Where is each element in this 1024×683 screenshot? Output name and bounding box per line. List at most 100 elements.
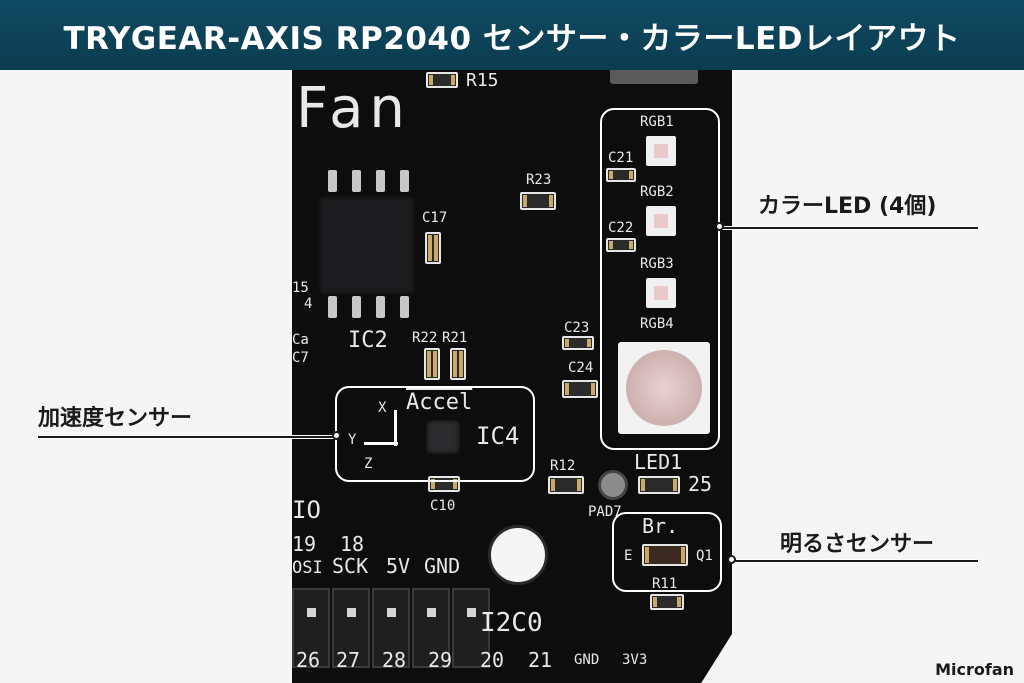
chip-ic2 [318, 195, 416, 295]
silk-y: Y [348, 432, 357, 448]
silk-ca: Ca [292, 332, 309, 348]
silk-c23: C23 [564, 320, 590, 336]
axis-arrow [364, 442, 398, 445]
silk-p21: 21 [528, 648, 553, 672]
ic2-pin [376, 296, 385, 318]
silk-r11: R11 [652, 576, 678, 592]
silk-sck: SCK [332, 554, 369, 578]
callout-color-led: カラーLED (4個) [758, 194, 937, 219]
cap-c21 [606, 168, 636, 182]
led-rgb3 [646, 278, 676, 308]
cap-c24 [562, 380, 598, 398]
silk-rgb3: RGB3 [640, 256, 674, 272]
mounting-hole [488, 525, 548, 585]
silk-z: Z [364, 456, 373, 472]
callout-accel: 加速度センサー [38, 406, 193, 431]
silk-c7: C7 [292, 350, 309, 366]
axis-arrow [394, 410, 397, 446]
silk-accel: Accel [406, 390, 473, 415]
ic2-pin [376, 170, 385, 192]
silk-ic2: IC2 [348, 328, 388, 353]
ic2-pin [400, 170, 409, 192]
silk-gnd2: GND [574, 652, 600, 668]
silk-p29: 29 [428, 648, 453, 672]
header-pin [332, 588, 370, 668]
silk-osi: OSI [292, 558, 323, 578]
silk-c21: C21 [608, 150, 634, 166]
resistor-r12 [548, 476, 584, 494]
callout-dot [715, 222, 724, 231]
silk-pad7: PAD7 [588, 504, 622, 520]
ic2-pin [328, 170, 337, 192]
tact-switch [610, 70, 698, 84]
ic2-pin [352, 170, 361, 192]
silk-q1: Q1 [696, 548, 713, 564]
silk-4: 4 [304, 296, 313, 312]
board-photo: Fan R15 IC2 C17 15 4 Ca C7 R23 R22 R21 A… [0, 70, 1024, 683]
resistor-r15 [426, 72, 458, 88]
brand-watermark: Microfan [935, 660, 1014, 679]
highlight-light-sensor [612, 512, 722, 592]
chip-ic4 [426, 420, 460, 454]
silk-r21: R21 [442, 330, 468, 346]
cap-c17 [425, 232, 441, 264]
silk-rgb1: RGB1 [640, 114, 674, 130]
silk-p26: 26 [296, 648, 321, 672]
page-title: TRYGEAR-AXIS RP2040 センサー・カラーLEDレイアウト [63, 20, 961, 57]
ic2-pin [328, 296, 337, 318]
silk-c10: C10 [430, 498, 456, 514]
silk-rgb4: RGB4 [640, 316, 674, 332]
silk-18: 18 [340, 532, 365, 556]
silk-3v3: 3V3 [622, 652, 648, 668]
ic2-pin [352, 296, 361, 318]
silk-19: 19 [292, 532, 317, 556]
silk-e: E [624, 548, 633, 564]
led-rgb4 [618, 342, 710, 434]
pad-7 [598, 470, 628, 500]
ic2-pin [400, 296, 409, 318]
silk-io: IO [292, 496, 321, 524]
cap-c22 [606, 238, 636, 252]
resistor-r21 [450, 348, 466, 380]
led-rgb2 [646, 206, 676, 236]
silk-r15: R15 [466, 70, 499, 91]
silk-p27: 27 [336, 648, 361, 672]
resistor-r22 [424, 348, 440, 380]
silk-ic4: IC4 [476, 422, 520, 450]
silk-r23: R23 [526, 172, 552, 188]
silk-rgb2: RGB2 [640, 184, 674, 200]
header-pin [372, 588, 410, 668]
callout-line-light [734, 560, 978, 562]
pcb-board: Fan R15 IC2 C17 15 4 Ca C7 R23 R22 R21 A… [292, 70, 732, 683]
silk-br: Br. [642, 514, 679, 538]
callout-light: 明るさセンサー [780, 532, 935, 557]
header-pin [412, 588, 450, 668]
silk-r12: R12 [550, 458, 576, 474]
led-led1 [638, 476, 680, 494]
silk-led1: LED1 [634, 450, 683, 474]
silk-5v: 5V [386, 554, 411, 578]
silk-c24: C24 [568, 360, 594, 376]
callout-dot [727, 555, 736, 564]
silk-c22: C22 [608, 220, 634, 236]
silk-x: X [378, 400, 387, 416]
highlight-color-led [600, 108, 720, 450]
led-rgb1 [646, 136, 676, 166]
header-pin [292, 588, 330, 668]
header-pin [452, 588, 490, 668]
sensor-q1 [642, 544, 688, 566]
silk-p20: 20 [480, 648, 505, 672]
silk-15: 15 [292, 280, 309, 296]
resistor-r11 [650, 594, 684, 610]
resistor-r23 [520, 192, 556, 210]
led-lens [626, 350, 702, 426]
callout-dot [332, 431, 341, 440]
silk-i2c0: I2C0 [480, 608, 543, 638]
cap-c23 [562, 336, 594, 350]
silk-p28: 28 [382, 648, 407, 672]
callout-line-accel [38, 436, 338, 438]
highlight-accel [335, 386, 535, 482]
silk-r22: R22 [412, 330, 438, 346]
silk-gnd: GND [424, 554, 461, 578]
callout-line-color-led [722, 227, 978, 229]
